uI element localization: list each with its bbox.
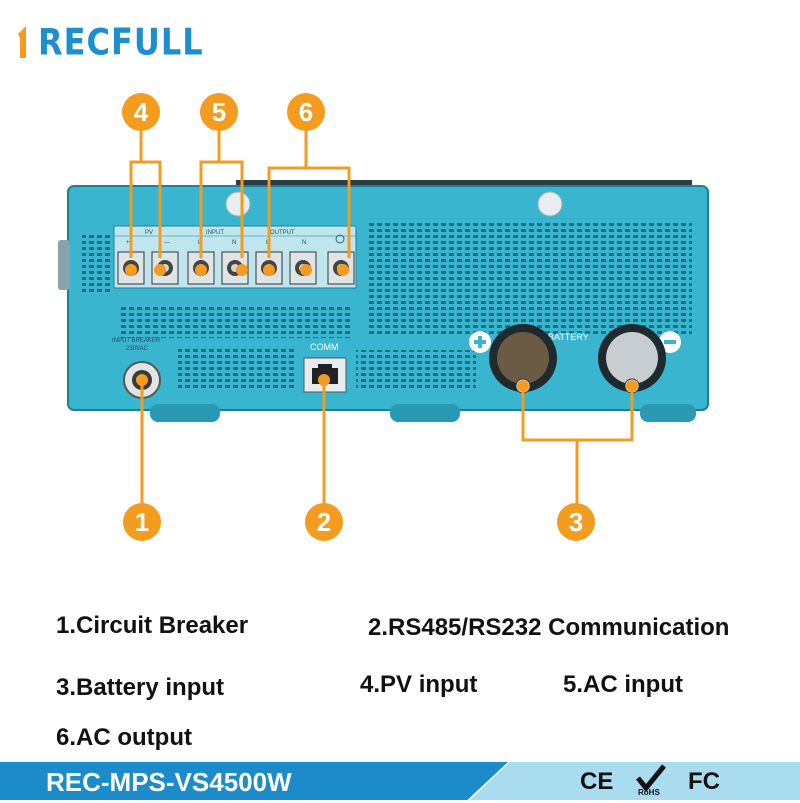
device-foot <box>150 404 220 422</box>
legend-item-5: 5.AC input <box>563 671 683 698</box>
callout-6: 6 <box>287 93 325 131</box>
rohs-mark-icon: RoHS <box>634 764 670 798</box>
device-foot <box>390 404 460 422</box>
footer-model-band <box>0 762 508 800</box>
label-input-n: N <box>232 240 236 246</box>
vent-grille <box>178 348 294 390</box>
footer-cert-band <box>470 762 800 800</box>
legend-item-1: 1.Circuit Breaker <box>56 612 249 639</box>
callout-1: 1 <box>123 503 161 541</box>
label-output: OUTPUT <box>270 230 295 236</box>
device-foot <box>640 404 696 422</box>
svg-text:2: 2 <box>317 507 331 537</box>
label-pv-plus: + <box>126 240 130 246</box>
svg-text:1: 1 <box>135 507 149 537</box>
legend-item-3: 3.Battery input <box>56 674 225 701</box>
battery-plus-icon <box>469 331 491 353</box>
inverter-rear-panel-diagram: PV + — INPUT L N OUTPUT L N INPUT BREAKE… <box>58 93 709 541</box>
top-cap <box>225 191 251 217</box>
battery-minus-icon <box>659 331 681 353</box>
input-breaker-label-1: INPUT BREAKER <box>112 338 161 344</box>
side-handle <box>58 240 70 290</box>
battery-positive-terminal <box>489 324 557 394</box>
rohs-text: RoHS <box>638 788 660 797</box>
label-input: INPUT <box>206 230 224 236</box>
svg-text:4: 4 <box>134 97 149 127</box>
callout-3: 3 <box>557 503 595 541</box>
svg-text:5: 5 <box>212 97 226 127</box>
model-name: REC-MPS-VS4500W <box>46 767 292 797</box>
svg-text:3: 3 <box>569 507 583 537</box>
legend-item-4: 4.PV input <box>360 671 478 698</box>
input-breaker-label-2: 230VAC <box>126 346 149 352</box>
fcc-mark-icon: FC <box>688 768 720 795</box>
callout-4: 4 <box>122 93 160 131</box>
logo-text: RECFULL <box>38 20 204 64</box>
battery-label: BATTERY <box>548 332 589 342</box>
callout-5: 5 <box>200 93 238 131</box>
label-pv: PV <box>145 230 153 236</box>
callout-lines <box>129 130 634 510</box>
logo-mark-icon <box>18 26 26 58</box>
legend-item-2: 2.RS485/RS232 Communication <box>368 614 730 641</box>
ce-mark-icon: CE <box>580 768 614 795</box>
ground-icon <box>335 234 345 244</box>
footer-bar: REC-MPS-VS4500W CE RoHS FC <box>0 762 800 800</box>
vent-grille <box>366 222 692 334</box>
vent-grille <box>82 232 112 292</box>
callout-2: 2 <box>305 503 343 541</box>
battery-negative-terminal <box>598 324 666 394</box>
vent-grille <box>356 350 476 390</box>
vent-grille <box>120 304 350 338</box>
top-cap <box>537 191 563 217</box>
label-pv-minus: — <box>164 240 170 246</box>
label-output-n: N <box>302 240 306 246</box>
legend-item-6: 6.AC output <box>56 724 192 751</box>
rohs-check-icon <box>636 764 666 792</box>
svg-text:6: 6 <box>299 97 313 127</box>
brand-logo: RECFULL <box>14 20 204 64</box>
comm-label: COMM <box>310 342 339 352</box>
